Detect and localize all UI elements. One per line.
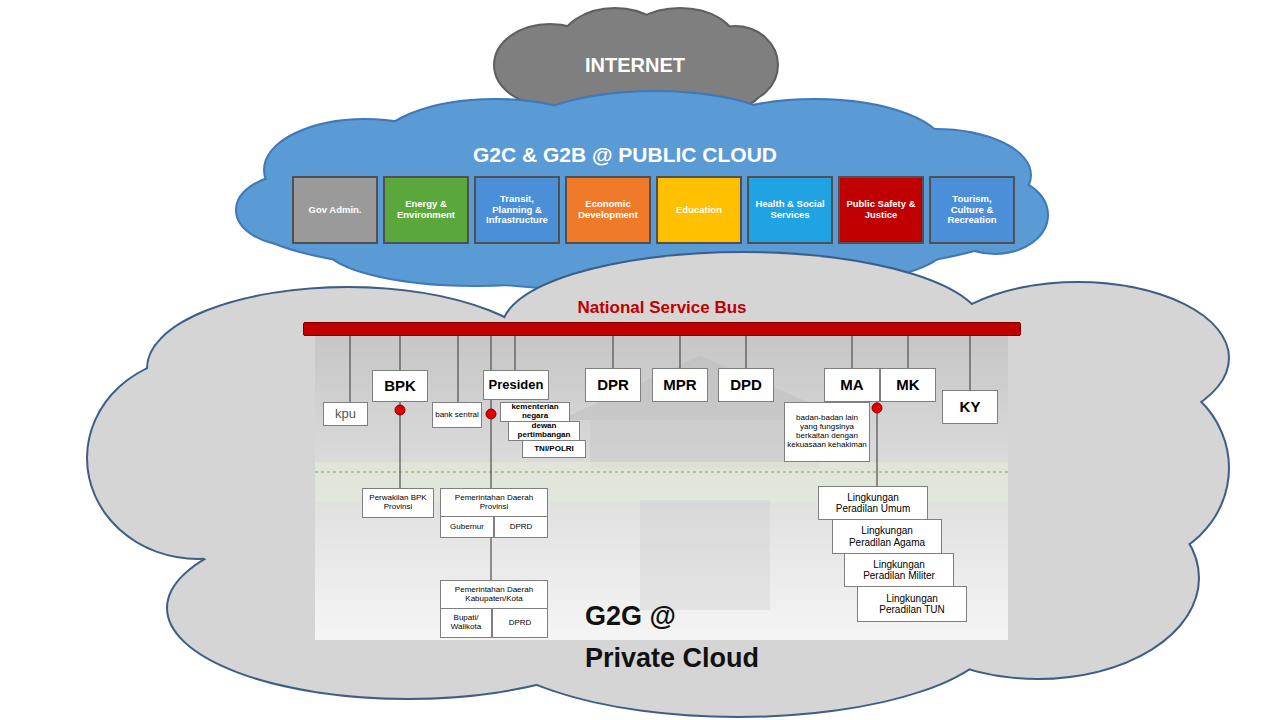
regional-group: Pemerintahan Daerah ProvinsiGubernurDPRD [440,488,548,538]
node-label: MA [825,369,879,401]
service-domain-box: Energy & Environment [383,176,469,244]
private-cloud: G2G @ Private Cloud National Service Bus k… [78,248,1238,718]
node-label: MK [881,369,935,401]
court-box: Lingkungan Peradilan Militer [844,553,954,587]
court-box: Lingkungan Peradilan TUN [857,586,967,622]
node-label: MPR [653,369,707,401]
service-bus: National Service Bus [303,296,1021,336]
institution-box: MK [880,368,936,402]
node-label: BPK [373,371,427,401]
institution-box: badan-badan lain yang fungsinya berkaita… [784,402,870,462]
regional-cell: Gubernur [440,516,494,538]
node-label: KY [943,391,997,423]
node-label: Lingkungan Peradilan Agama [833,520,941,553]
node-label: G2C & G2B @ PUBLIC CLOUD [425,140,825,170]
service-domain-box: Public Safety & Justice [838,176,924,244]
service-domain-box: Transit, Planning & Infrastructure [474,176,560,244]
node-label: TNI/POLRI [523,441,585,457]
node-label: National Service Bus [303,296,1021,320]
node-label: Gubernur [441,517,493,537]
node-label: dewan pertimbangan [509,422,579,440]
node-label: Lingkungan Peradilan TUN [858,587,966,621]
institution-box: kementerian negara [500,402,570,422]
node-label: bank sentral [433,403,481,427]
regional-cell: DPRD [494,516,548,538]
cloud-fill [158,318,1198,658]
cloud-outline [158,318,1198,658]
node-label: Energy & Environment [385,178,467,242]
node-label: Pemerintahan Daerah Provinsi [441,489,547,517]
institution-box: kpu [323,402,368,426]
institution-box: dewan pertimbangan [508,421,580,441]
node-label: Presiden [484,371,548,399]
node-label: DPRD [493,609,547,637]
bus-bar [303,322,1021,336]
institution-box: bank sentral [432,402,482,428]
institution-box: TNI/POLRI [522,440,586,458]
node-label: Bupati/ Walikota [441,609,491,637]
court-box: Lingkungan Peradilan Agama [832,519,942,554]
institution-box: BPK [372,370,428,402]
regional-box: Perwakilan BPK Provinsi [362,488,434,518]
institution-box: Presiden [483,370,549,400]
node-label: Perwakilan BPK Provinsi [363,489,433,517]
node-label: Transit, Planning & Infrastructure [476,178,558,242]
service-domain-box: Education [656,176,742,244]
node-label: Tourism, Culture & Recreation [931,178,1013,242]
node-label: DPD [719,369,773,401]
service-domain-box: Health & Social Services [747,176,833,244]
node-label: Pemerintahan Daerah Kabupaten/Kota [441,581,547,609]
service-domain-box: Gov Admin. [292,176,378,244]
regional-group: Pemerintahan Daerah Kabupaten/KotaBupati… [440,580,548,638]
node-label: Lingkungan Peradilan Militer [845,554,953,586]
institution-box: DPD [718,368,774,402]
service-domain-box: Economic Development [565,176,651,244]
regional-cell: DPRD [492,608,548,638]
node-label: Gov Admin. [294,178,376,242]
node-label: Health & Social Services [749,178,831,242]
node-label: DPRD [495,517,547,537]
node-label: DPR [586,369,640,401]
node-label: G2G @ Private Cloud [585,592,771,682]
institution-box: MA [824,368,880,402]
node-label: Lingkungan Peradilan Umum [819,487,927,519]
regional-cell: Bupati/ Walikota [440,608,492,638]
node-label: Education [658,178,740,242]
node-label: INTERNET [490,47,780,83]
node-label: kementerian negara [501,403,569,421]
court-box: Lingkungan Peradilan Umum [818,486,928,520]
node-label: badan-badan lain yang fungsinya berkaita… [785,403,869,461]
service-domain-box: Tourism, Culture & Recreation [929,176,1015,244]
institution-box: MPR [652,368,708,402]
node-label: kpu [324,403,367,425]
institution-box: KY [942,390,998,424]
node-label: Public Safety & Justice [840,178,922,242]
institution-box: DPR [585,368,641,402]
node-label: Economic Development [567,178,649,242]
